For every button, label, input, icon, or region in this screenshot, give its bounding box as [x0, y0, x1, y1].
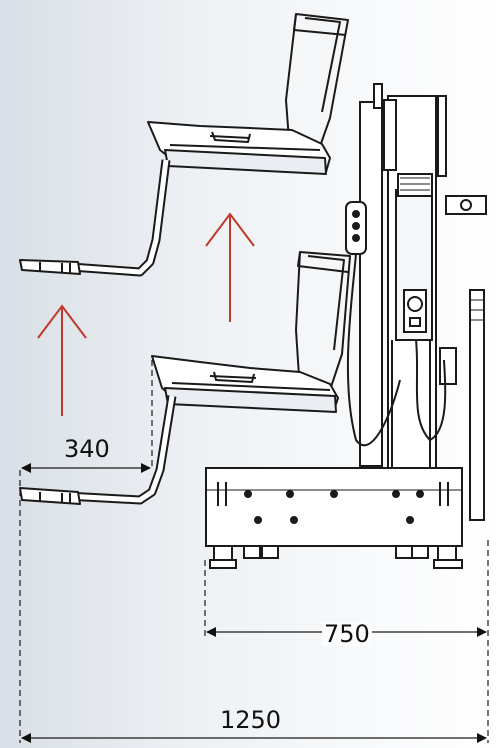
- dimension-label-offset: 340: [64, 435, 110, 463]
- lift-arrow-right: [205, 212, 255, 322]
- dimension-lines: [19, 360, 489, 743]
- dimension-label-total-length: 1250: [220, 706, 282, 734]
- dimension-label-base-length: 750: [322, 620, 372, 648]
- lift-arrows: [37, 212, 255, 416]
- lowered-seat: [19, 251, 351, 505]
- lift-arrow-left: [37, 304, 87, 416]
- raised-seat: [19, 13, 349, 277]
- hand-control: [345, 201, 447, 447]
- lift-column: [359, 83, 487, 521]
- lift-base: [205, 467, 463, 569]
